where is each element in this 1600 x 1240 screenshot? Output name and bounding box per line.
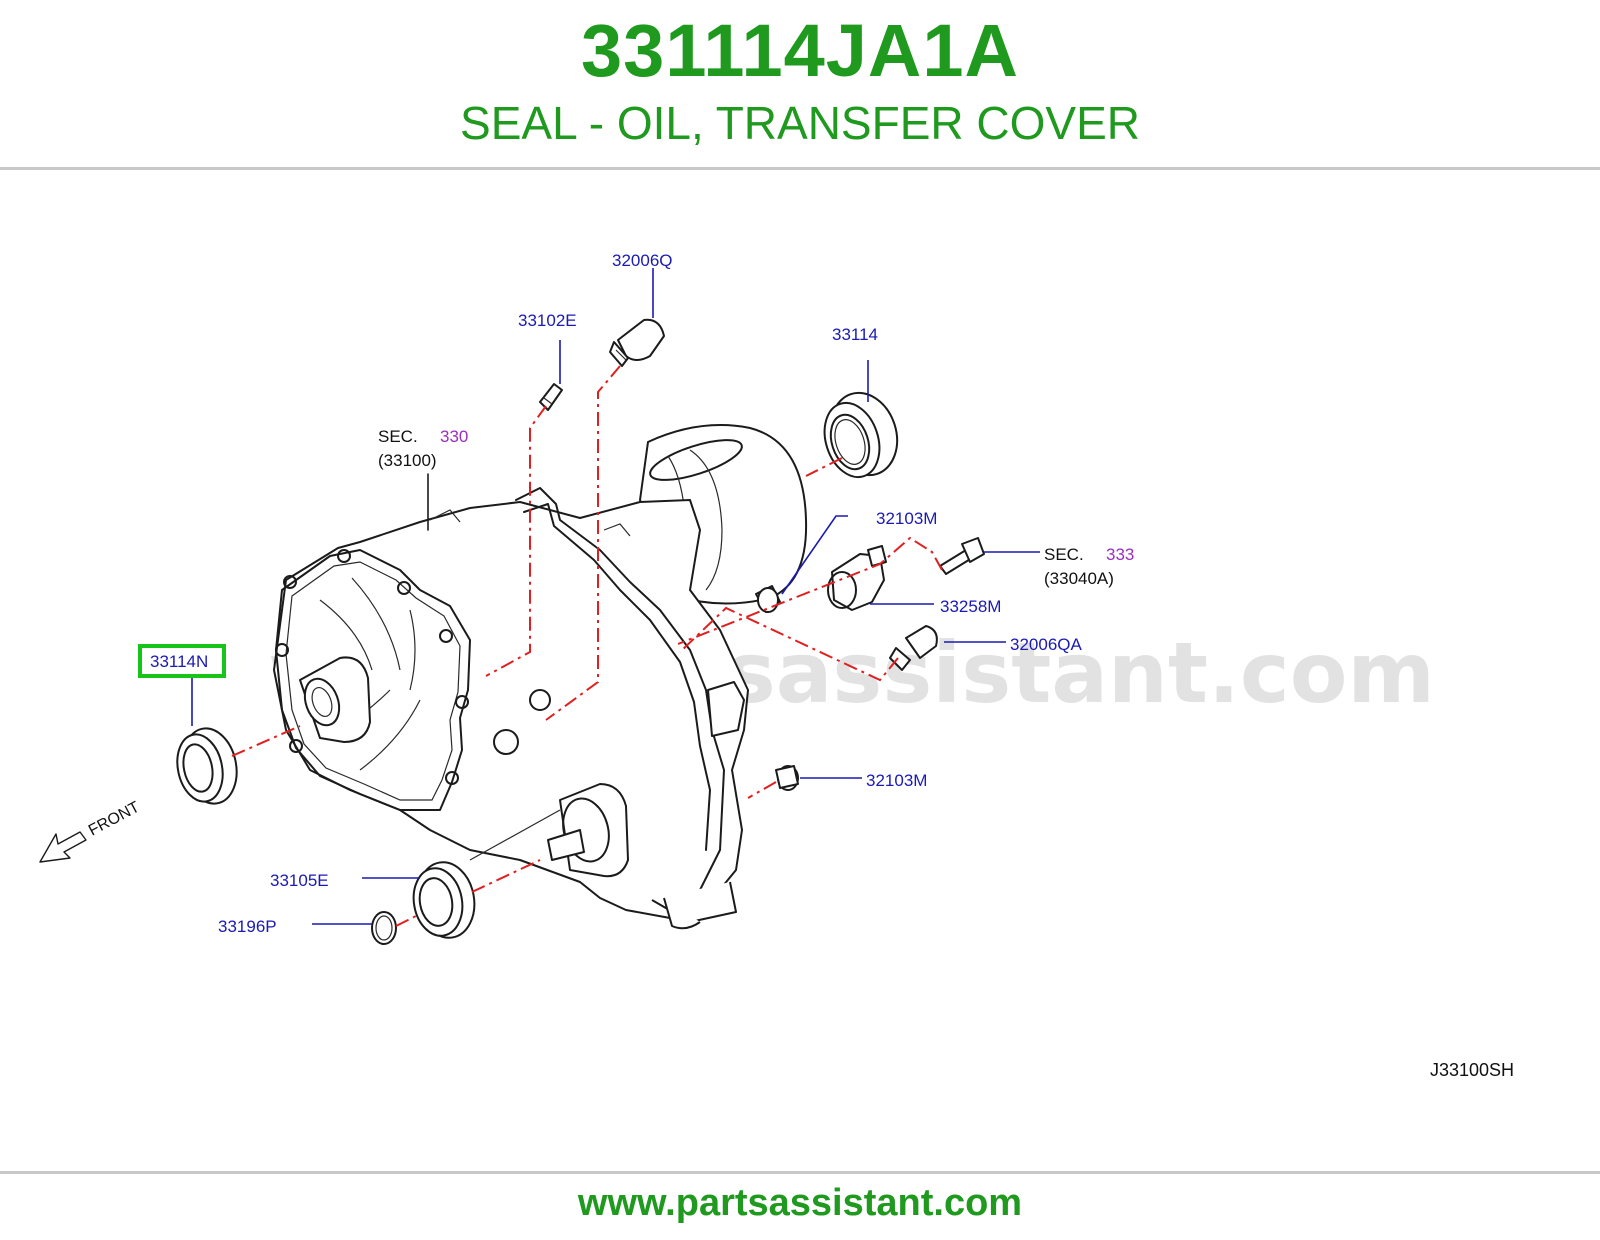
callout-33114[interactable]: 33114 [832, 325, 878, 344]
sec-333-ref: (33040A) [1044, 569, 1114, 588]
sec-330-prefix: SEC. [378, 427, 418, 446]
highlighted-callout-33114n[interactable]: 33114N [138, 644, 226, 678]
actuator-33258m-part [827, 545, 887, 611]
callout-33258m[interactable]: 33258M [940, 597, 1001, 616]
callout-33196p[interactable]: 33196P [218, 917, 277, 936]
section-ref-333[interactable]: SEC. 333 (33040A) [1044, 545, 1134, 588]
highlight-box [138, 644, 226, 678]
plug-32103m-bottom-part [775, 765, 799, 791]
callout-33102e[interactable]: 33102E [518, 311, 577, 330]
leader-lines [191, 268, 1040, 925]
page-header: 331114JA1A SEAL - OIL, TRANSFER COVER [0, 0, 1600, 168]
parts-diagram: www.partsassistant.com [39, 251, 1514, 1080]
dowel-pin-33102e-part [539, 383, 563, 411]
oil-seal-33114n-part [176, 727, 238, 805]
transfer-case-housing [273, 424, 808, 930]
switch-32006q-part [609, 318, 665, 367]
front-label: FRONT [86, 799, 143, 840]
callout-32006q[interactable]: 32006Q [612, 251, 673, 270]
assembly-lines [231, 365, 943, 927]
part-number: 331114JA1A [581, 9, 1019, 92]
footer-url[interactable]: www.partsassistant.com [577, 1182, 1023, 1224]
callout-32103m-bottom[interactable]: 32103M [866, 771, 927, 790]
callout-32006qa[interactable]: 32006QA [1010, 635, 1082, 654]
callout-33114n[interactable]: 33114N [150, 652, 208, 671]
footer-divider [0, 1171, 1600, 1174]
sec-333-number[interactable]: 333 [1106, 545, 1134, 564]
sec-330-ref: (33100) [378, 451, 437, 470]
section-ref-330[interactable]: SEC. 330 (33100) [378, 427, 468, 470]
header-divider [0, 167, 1600, 170]
diagram-code: J33100SH [1430, 1060, 1514, 1080]
oil-seal-33105e-part [412, 861, 476, 939]
bolt-33040a-part [939, 537, 985, 575]
sec-333-prefix: SEC. [1044, 545, 1084, 564]
switch-32006qa-part [889, 625, 938, 671]
oil-seal-33114-part [823, 391, 899, 479]
front-arrow-icon [39, 831, 87, 863]
sec-330-number[interactable]: 330 [440, 427, 468, 446]
front-direction-indicator: FRONT [39, 799, 143, 863]
part-title: SEAL - OIL, TRANSFER COVER [460, 97, 1140, 149]
callout-32103m-top[interactable]: 32103M [876, 509, 937, 528]
o-ring-33196p-part [371, 911, 397, 945]
callout-33105e[interactable]: 33105E [270, 871, 329, 890]
